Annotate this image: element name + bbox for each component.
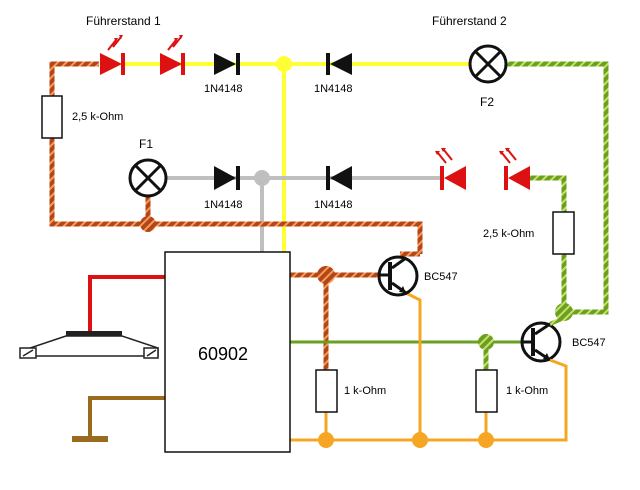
- label-resistor-low: 1 k-Ohm: [506, 385, 548, 397]
- junction-brown-1: [140, 216, 156, 232]
- wire-ground: [88, 396, 165, 438]
- wire-orange-t1: [399, 288, 422, 440]
- junction-brown-2: [317, 266, 335, 284]
- chip-60902: [164, 251, 291, 453]
- label-cab1: Führerstand 1: [86, 14, 161, 28]
- label-chip: 60902: [198, 344, 248, 364]
- transistor-2-icon: [520, 316, 567, 368]
- label-transistor-1: BC547: [424, 271, 458, 283]
- junctions: [140, 56, 573, 448]
- junction-green-2: [478, 334, 494, 350]
- diode-mid-1: [214, 166, 240, 190]
- speaker-icon: [19, 331, 159, 359]
- label-resistor-right: 2,5 k-Ohm: [483, 228, 534, 240]
- led-cab2-1: [435, 148, 466, 190]
- resistor-mid: [315, 369, 338, 413]
- junction-green-1: [555, 303, 573, 321]
- resistor-right: [552, 211, 575, 255]
- label-diode-1: 1N4148: [204, 83, 243, 95]
- junction-grey: [254, 170, 270, 186]
- wire-green-leds: [530, 175, 567, 212]
- diode-mid-2: [326, 166, 352, 190]
- led-cab2-2: [499, 148, 530, 190]
- label-cab2: Führerstand 2: [432, 14, 507, 28]
- led-cab1-2: [160, 35, 185, 75]
- label-f1: F1: [139, 137, 153, 151]
- junction-orange-3: [478, 432, 494, 448]
- label-resistor-top-left: 2,5 k-Ohm: [72, 111, 123, 123]
- junction-yellow: [276, 56, 292, 72]
- junction-orange-2: [412, 432, 428, 448]
- wire-red-speaker: [88, 275, 165, 333]
- lamp-f2-icon: [468, 44, 508, 84]
- label-transistor-2: BC547: [572, 337, 606, 349]
- junction-orange-1: [318, 432, 334, 448]
- label-diode-4: 1N4148: [314, 199, 353, 211]
- label-diode-3: 1N4148: [204, 199, 243, 211]
- label-f2: F2: [480, 95, 494, 109]
- label-diode-2: 1N4148: [314, 83, 353, 95]
- resistor-top-left: [41, 95, 63, 139]
- led-cab1-1: [100, 35, 125, 75]
- label-resistor-mid: 1 k-Ohm: [344, 385, 386, 397]
- diode-top-1: [214, 53, 240, 75]
- diode-top-2: [326, 53, 352, 75]
- lamp-f1-icon: [128, 158, 168, 198]
- wire-orange-bus: [290, 365, 568, 442]
- wire-brown-left: [49, 61, 423, 254]
- resistor-low: [475, 369, 498, 413]
- ground-symbol: [72, 436, 108, 442]
- transistor-1-icon: [377, 251, 420, 297]
- wire-green-right: [505, 61, 609, 315]
